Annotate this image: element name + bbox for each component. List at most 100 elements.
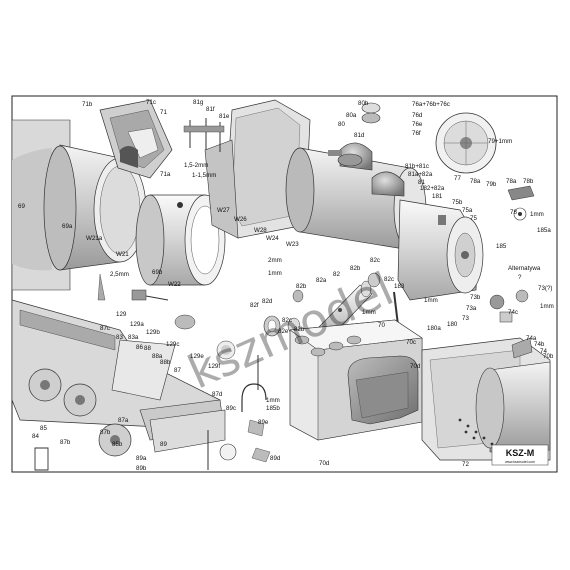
tender-rivets [458, 418, 494, 446]
label-86: 86 [136, 344, 143, 351]
label-81a-82a: 81a+82a [408, 171, 433, 178]
label-W23: W23 [286, 241, 299, 248]
label-129e: 129e [190, 353, 204, 360]
part-69b-cylinder-ring [135, 194, 226, 286]
label-79b: 79b [486, 181, 497, 188]
label-82d: 82d [262, 298, 273, 305]
label-W22: W22 [168, 281, 181, 288]
label-180: 180 [447, 321, 458, 328]
label-78a-2: 78a [506, 178, 517, 185]
label-85: 85 [40, 425, 47, 432]
part-80b-dome-ring [337, 102, 381, 167]
label-82c: 82c [370, 257, 380, 264]
label-75: 75 [470, 215, 477, 222]
label-W26: W26 [234, 216, 247, 223]
label-82c-2: 82c [384, 276, 394, 283]
part-75-firebox-front [397, 199, 484, 301]
label-71: 71 [160, 109, 167, 116]
label-82f: 82f [250, 302, 259, 309]
label-129a: 129a [130, 321, 144, 328]
label-1mm-a: 1mm [268, 270, 282, 277]
logo-text: KSZ-M [506, 448, 535, 458]
label-81bc: 81b+81c [405, 163, 429, 170]
part-76-smokebox-door [435, 112, 497, 174]
label-88a: 88a [152, 353, 163, 360]
brand-logo: KSZ-M www.kszmodel.com [491, 444, 549, 466]
label-69: 69 [18, 203, 25, 210]
part-69a-cylinder [43, 144, 147, 271]
label-180a: 180a [427, 325, 441, 332]
label-87d: 87d [212, 391, 223, 398]
label-82: 82 [333, 271, 340, 278]
label-78b: 78b [523, 178, 534, 185]
label-80a: 80a [346, 112, 357, 119]
part-81g-brackets [183, 118, 225, 152]
label-70d-bottom: 70d [319, 460, 330, 467]
label-72: 72 [462, 461, 469, 468]
part-71-front-hood [99, 99, 173, 179]
label-76e: 76e [412, 121, 423, 128]
label-185: 185 [496, 243, 507, 250]
label-76abc: 76a+76b+76c [412, 101, 450, 108]
label-129b: 129b [146, 329, 160, 336]
label-2-5mm: 2,5mm [110, 271, 129, 278]
label-2mm: 2mm [268, 257, 282, 264]
label-73: 73 [462, 315, 469, 322]
label-1mm-74: 1mm [540, 303, 554, 310]
label-89: 89 [160, 441, 167, 448]
label-71a: 71a [160, 171, 171, 178]
label-73a: 73a [466, 305, 477, 312]
part-73-disc [489, 289, 533, 359]
part-183-rod [393, 291, 399, 326]
label-82e: 82e [278, 328, 289, 335]
label-76d: 76d [412, 112, 423, 119]
label-70: 70 [378, 322, 385, 329]
part-72-tender [421, 337, 551, 461]
label-78a: 78a [470, 178, 481, 185]
label-82a: 82a [316, 277, 327, 284]
label-129c: 129c [166, 341, 179, 348]
label-W21a: W21a [86, 235, 103, 242]
label-80: 80 [338, 121, 345, 128]
label-129f: 129f [208, 363, 220, 370]
part-labels: 71b 71c 71 71a 69 69a W21a W21 69b W22 W… [18, 99, 554, 472]
frame-wheels [28, 368, 132, 457]
label-89d: 89d [270, 455, 281, 462]
label-89b: 89b [136, 465, 147, 472]
label-87: 87 [174, 367, 181, 374]
label-75a: 75a [462, 207, 473, 214]
part-89-buffer-beam [149, 409, 237, 470]
label-81d: 81d [354, 132, 365, 139]
label-question: ? [518, 274, 522, 281]
label-87b: 87b [60, 439, 71, 446]
label-70d: 70d [410, 363, 421, 370]
label-129: 129 [116, 311, 127, 318]
label-73q: 73(?) [538, 285, 552, 292]
logo-subtext: www.kszmodel.com [505, 460, 535, 464]
label-alternatywa: Alternatywa [508, 265, 541, 272]
label-70b: 70b [543, 353, 554, 360]
part-185b-loop [241, 355, 267, 412]
label-1mm-c: 1mm [424, 297, 438, 304]
part-82-rings [263, 272, 381, 337]
part-83-details [34, 419, 271, 471]
label-W21: W21 [116, 251, 129, 258]
label-84: 84 [32, 433, 39, 440]
label-75b: 75b [452, 199, 463, 206]
label-82b: 82b [350, 265, 361, 272]
label-71b: 71b [82, 101, 93, 108]
label-73b: 73b [470, 294, 481, 301]
label-74c: 74c [508, 309, 518, 316]
label-76f: 76f [412, 130, 421, 137]
label-77: 77 [454, 175, 461, 182]
label-82b-2: 82b [296, 283, 307, 290]
label-81: 81 [418, 179, 425, 186]
label-1-5-2mm: 1,5-2mm [184, 162, 208, 169]
label-81f: 81f [206, 106, 215, 113]
label-87a: 87a [118, 417, 129, 424]
label-80b: 80b [358, 100, 369, 107]
label-88: 88 [144, 345, 151, 352]
label-69b: 69b [152, 269, 163, 276]
label-1mm-d: 1mm [266, 397, 280, 404]
label-78: 78 [510, 209, 517, 216]
